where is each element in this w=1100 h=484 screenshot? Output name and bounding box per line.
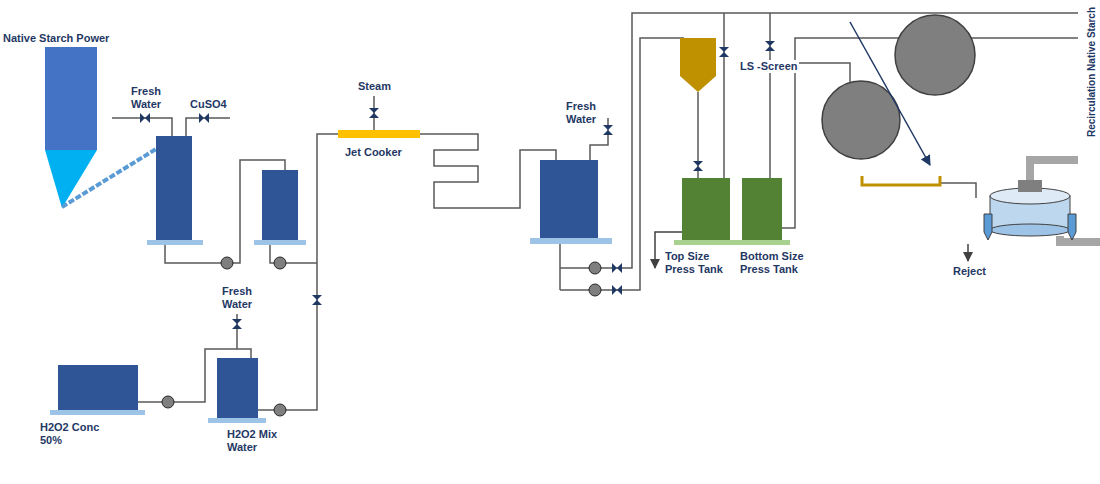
stream-label: Fresh Water [218,285,256,311]
starch-hopper: Native Starch Power [45,47,97,150]
node-label: Jet Cooker [345,146,402,159]
stream-label: CuSO4 [190,98,227,111]
node-label: H2O2 Conc 50% [40,421,112,447]
node-label: LS -Screen [738,60,799,73]
tanks [50,136,790,423]
vertical-label: Recirculation Native Starch [1085,7,1098,137]
node-label: H2O2 Mix Water [227,428,289,454]
node-label: Bottom Size Press Tank [740,250,808,276]
stream-label: Steam [358,80,391,93]
process-tank: H2O2 Conc 50% [58,365,138,410]
size-press-rolls [822,15,975,185]
pipes [45,13,1078,349]
process-tank: Top Size Press Tank [682,178,730,240]
jet-cooker-bar: Jet Cooker [338,130,420,138]
screen-body [680,38,716,92]
node-label: Top Size Press Tank [665,250,729,276]
pipe-connector [258,134,338,410]
filter-unit [984,160,1100,242]
stream-label: Fresh Water [562,100,600,126]
stream-label: Reject [953,265,986,278]
process-tank: H2O2 Mix Water [217,358,258,418]
screen-outline [680,38,716,92]
node-label: Native Starch Power [3,32,109,45]
valves [140,41,775,329]
process-tank: Bottom Size Press Tank [742,178,782,240]
stream-label: Fresh Water [127,85,165,111]
screen-shape: LS -Screen [680,38,716,92]
